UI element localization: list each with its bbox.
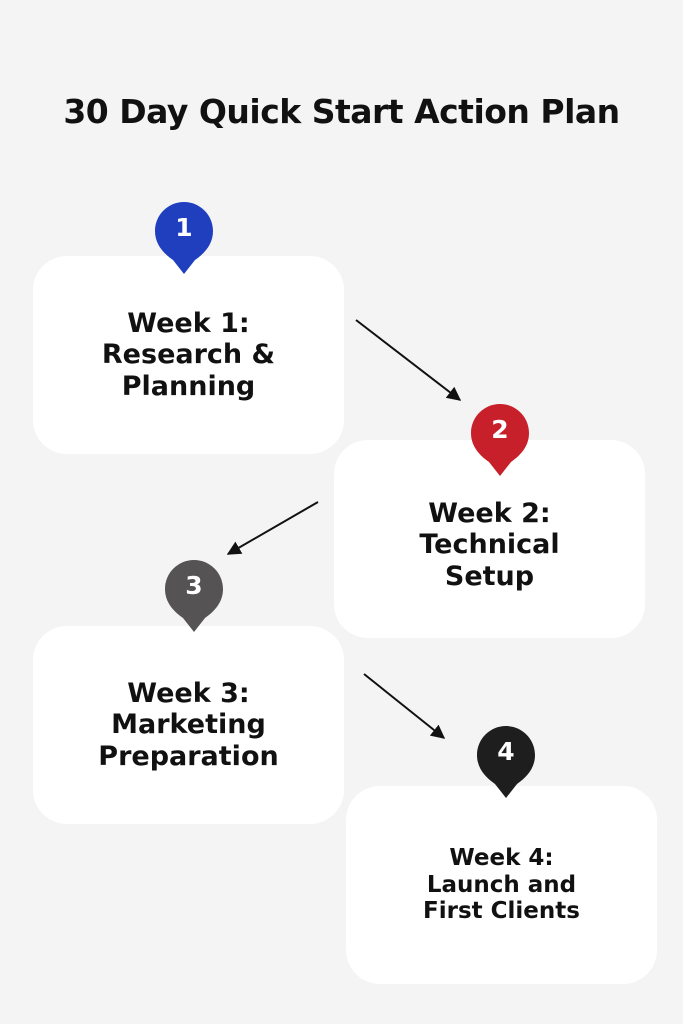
step-number: 4 [497, 737, 515, 766]
arrow-icon [363, 673, 446, 739]
step-label-line: Setup [444, 560, 535, 592]
step-label-line: First Clients [423, 898, 580, 925]
step-label-line: Research & [101, 339, 276, 371]
step-label: Week 1: Research & Planning [102, 308, 275, 403]
map-pin-icon: 3 [163, 558, 225, 634]
step-label-line: Preparation [98, 740, 279, 772]
step-label-line: Planning [121, 370, 256, 402]
step-label: Week 4: Launch and First Clients [423, 845, 580, 926]
step-label-line: Launch and [426, 871, 577, 898]
step-label-line: Week 2: [428, 497, 551, 529]
step-label-line: Marketing [111, 709, 266, 741]
page-title: 30 Day Quick Start Action Plan [63, 92, 620, 131]
step-card-week-2: Week 2: Technical Setup [334, 440, 645, 638]
step-label-line: Technical [419, 529, 560, 561]
step-label-line: Week 3: [127, 677, 250, 709]
step-label: Week 3: Marketing Preparation [98, 678, 278, 773]
map-pin-icon: 2 [469, 402, 531, 478]
step-label-line: Week 1: [127, 307, 250, 339]
arrow-icon [226, 501, 319, 555]
step-label: Week 2: Technical Setup [419, 498, 559, 593]
step-card-week-4: Week 4: Launch and First Clients [346, 786, 657, 984]
step-card-week-1: Week 1: Research & Planning [33, 256, 344, 454]
map-pin-icon: 4 [475, 724, 537, 800]
step-number: 3 [185, 571, 203, 600]
map-pin-icon: 1 [153, 200, 215, 276]
step-number: 1 [175, 213, 193, 242]
step-card-week-3: Week 3: Marketing Preparation [33, 626, 344, 824]
arrow-icon [355, 319, 462, 401]
step-label-line: Week 4: [449, 844, 554, 871]
step-number: 2 [491, 415, 509, 444]
